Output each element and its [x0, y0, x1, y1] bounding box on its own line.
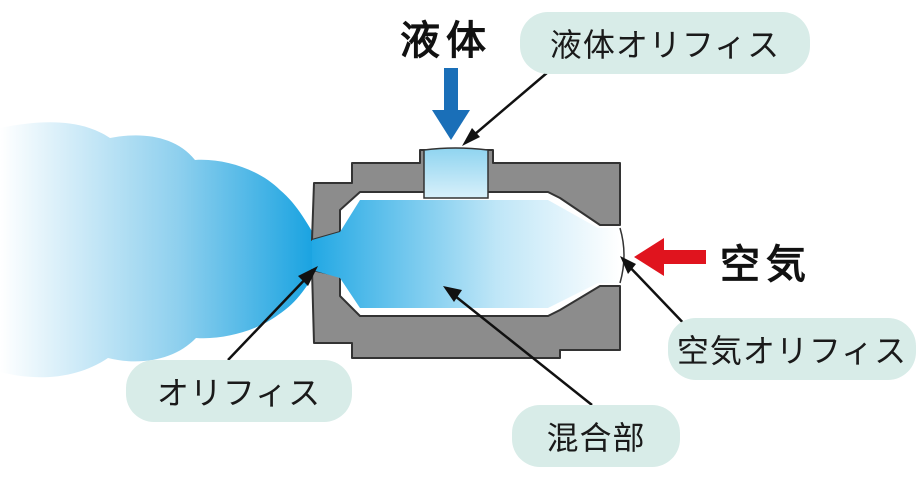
air-arrow-head — [634, 238, 664, 276]
leader-liquid-orifice-head — [462, 128, 480, 146]
leader-mixing — [449, 291, 593, 406]
liquid-arrow-shaft — [444, 68, 458, 114]
liquid-arrow-head — [432, 110, 470, 140]
label-liquid: 液体 — [400, 18, 492, 64]
leader-air-orifice — [624, 261, 691, 331]
mixing-chamber — [312, 200, 620, 308]
spray-plume — [0, 122, 322, 378]
liquid-inlet — [423, 147, 489, 199]
leader-liquid-orifice — [467, 71, 549, 141]
callout-orifice: オリフィス — [126, 360, 352, 422]
air-arrow-shaft — [660, 250, 706, 264]
callout-mixing-section: 混合部 — [512, 405, 680, 467]
air-inlet-edge — [619, 227, 625, 284]
callout-air-orifice: 空気オリフィス — [668, 318, 916, 380]
label-air: 空気 — [720, 242, 812, 288]
leader-orifice — [227, 271, 313, 361]
leader-air-orifice-head — [620, 256, 636, 274]
callout-liquid-orifice: 液体オリフィス — [520, 12, 810, 74]
leader-mixing-head — [443, 286, 462, 302]
leader-orifice-head — [298, 266, 318, 286]
